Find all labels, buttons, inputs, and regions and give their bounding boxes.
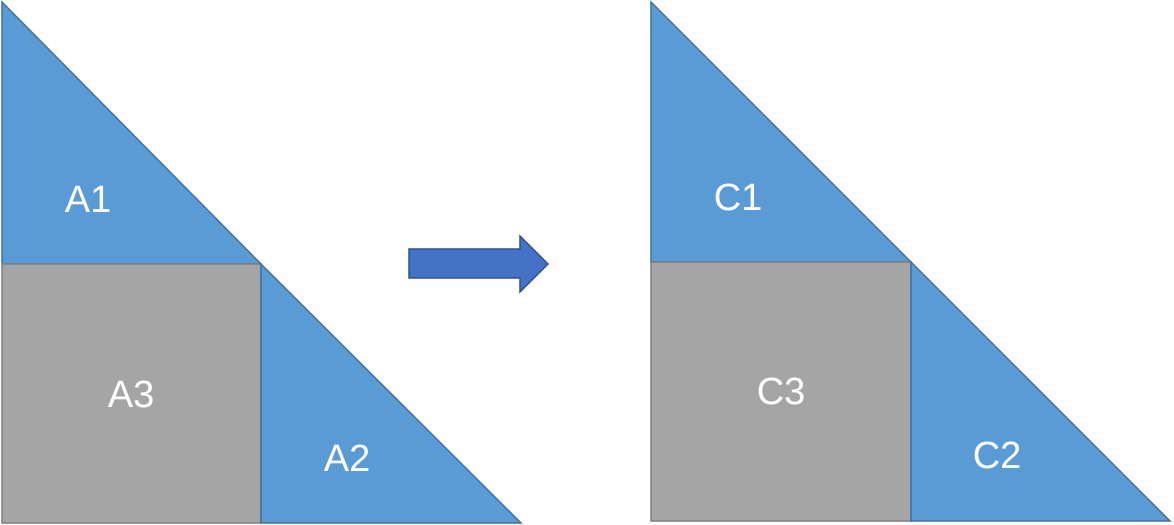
label-c2: C2 xyxy=(973,435,1022,477)
right-bottom-triangle xyxy=(910,260,1172,522)
left-figure: A1 A3 A2 xyxy=(1,0,523,524)
label-a2: A2 xyxy=(324,438,370,480)
left-square xyxy=(1,263,262,524)
left-bottom-triangle xyxy=(260,262,523,524)
left-top-triangle xyxy=(1,0,263,265)
right-top-triangle xyxy=(650,0,913,263)
label-a1: A1 xyxy=(65,179,111,221)
label-c1: C1 xyxy=(714,177,763,219)
label-c3: C3 xyxy=(757,371,806,413)
right-arrow-icon xyxy=(408,234,550,294)
right-square xyxy=(650,261,912,522)
right-figure: C1 C3 C2 xyxy=(650,0,1172,522)
label-a3: A3 xyxy=(108,374,154,416)
